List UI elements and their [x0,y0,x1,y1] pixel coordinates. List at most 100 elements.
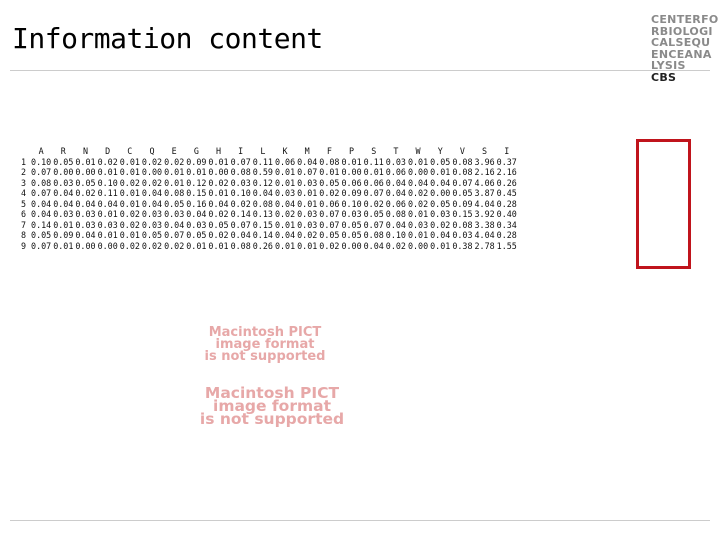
matrix-cell: 0.14 [230,209,251,219]
matrix-cell: 0.05 [53,156,74,167]
matrix-cell: 0.59 [252,167,273,177]
matrix-cell: 0.05 [452,188,473,198]
column-header: Y [437,146,443,156]
matrix-cell: 0.12 [252,177,273,188]
matrix-cell: 0.04 [186,209,207,219]
matrix-cell: 0.04 [75,230,96,240]
position-index: 9 [21,240,27,251]
matrix-cell: 4.04 [474,230,495,240]
pict-placeholder: Macintosh PICT image format is not suppo… [172,385,372,428]
matrix-cell: 0.03 [97,219,118,230]
matrix-cell: 0.02 [164,240,185,251]
position-index: 1 [21,156,27,167]
matrix-cell: 0.03 [430,209,451,219]
matrix-cell: 2.16 [474,167,495,177]
matrix-cell: 0.01 [274,240,296,251]
matrix-cell: 0.04 [164,219,185,230]
matrix-cell: 0.00 [341,240,362,251]
matrix-cell: 0.01 [53,240,74,251]
matrix-cell: 0.05 [319,230,340,240]
position-index: 7 [21,219,27,230]
matrix-cell: 0.01 [274,167,296,177]
matrix-cell: 0.04 [297,156,318,167]
matrix-cell: 0.15 [186,188,207,198]
matrix-cell: 0.00 [141,167,163,177]
matrix-cell: 0.07 [363,219,384,230]
matrix-cell: 0.02 [119,240,140,251]
matrix-cell: 0.01 [119,198,140,209]
matrix-cell: 0.02 [430,219,451,230]
matrix-cell: 0.38 [452,240,473,251]
matrix-cell: 0.03 [141,219,163,230]
matrix-cell: 0.02 [297,230,318,240]
position-index: 4 [21,188,27,198]
matrix-cell: 0.01 [97,167,118,177]
matrix-cell: 0.08 [363,230,384,240]
column-header: V [459,146,465,156]
matrix-cell: 0.04 [385,219,406,230]
matrix-cell: 0.04 [208,198,229,209]
matrix-cell: 0.03 [141,209,163,219]
matrix-cell: 0.04 [75,198,96,209]
matrix-cell: 0.06 [385,198,406,209]
matrix-cell: 0.03 [297,219,318,230]
logo-prefix: LYSIS [651,59,686,72]
matrix-cell: 0.01 [407,209,429,219]
matrix-cell: 0.08 [385,209,406,219]
matrix-cell: 0.04 [274,198,296,209]
matrix-cell: 0.06 [319,198,340,209]
matrix-cell: 0.34 [496,219,517,230]
matrix-cell: 0.04 [141,188,163,198]
matrix-cell: 0.04 [252,188,273,198]
matrix-cell: 4.04 [474,198,495,209]
matrix-cell: 0.06 [385,167,406,177]
matrix-cell: 0.07 [31,188,52,198]
matrix-cell: 0.00 [75,167,96,177]
matrix-cell: 0.01 [119,230,140,240]
matrix-cell: 0.04 [385,188,406,198]
matrix-cell: 0.15 [252,219,273,230]
pict-line: image format [213,397,331,415]
matrix-cell: 0.03 [75,219,96,230]
matrix-cell: 0.05 [430,198,451,209]
matrix-cell: 3.92 [474,209,495,219]
matrix-cell: 0.02 [119,209,140,219]
matrix-cell: 0.03 [407,219,429,230]
pict-line: Macintosh PICT [208,325,322,340]
matrix-cell: 0.05 [341,219,362,230]
matrix-cell: 0.02 [119,177,140,188]
matrix-cell: 0.08 [452,156,473,167]
matrix-cell: 0.07 [230,219,251,230]
matrix-cell: 0.15 [452,209,473,219]
matrix-cell: 0.01 [297,240,318,251]
matrix-cell: 0.37 [496,156,517,167]
matrix-cell: 0.28 [496,198,517,209]
matrix-cell: 0.01 [119,167,140,177]
matrix-cell: 0.12 [186,177,207,188]
matrix-cell: 0.01 [164,177,185,188]
matrix-cell: 0.26 [252,240,273,251]
pict-line: is not supported [199,410,345,428]
matrix-cell: 0.01 [119,156,140,167]
matrix-cell: 0.10 [97,177,118,188]
position-index: 2 [21,167,27,177]
matrix-cell: 0.00 [75,240,96,251]
column-header: A [38,146,44,156]
matrix-cell: 0.02 [407,188,429,198]
matrix-cell: 0.01 [274,177,296,188]
column-header: I [504,146,510,156]
matrix-cell: 0.00 [407,240,429,251]
matrix-cell: 0.02 [385,240,406,251]
position-index: 5 [21,198,27,209]
matrix-cell: 0.07 [363,188,384,198]
matrix-cell: 0.05 [430,156,451,167]
matrix-cell: 0.08 [452,167,473,177]
matrix-cell: 0.01 [208,240,229,251]
matrix-cell: 0.07 [319,219,340,230]
matrix-cell: 0.07 [31,167,52,177]
matrix-cell: 0.05 [363,209,384,219]
matrix-cell: 0.02 [208,177,229,188]
matrix-cell: 0.03 [230,177,251,188]
